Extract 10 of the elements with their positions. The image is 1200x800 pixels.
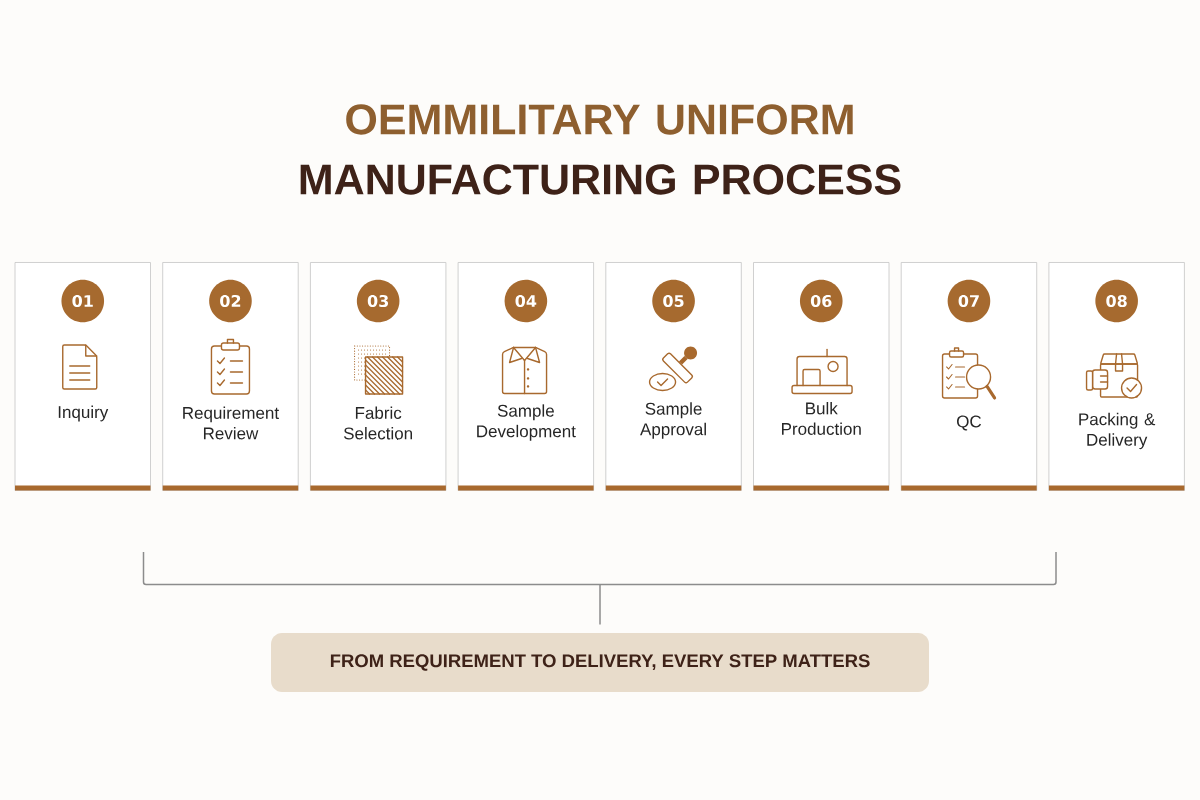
- title: OEMMILITARY UNIFORM MANUFACTURING PROCESS: [300, 104, 901, 195]
- banner: FROM REQUIREMENT TO DELIVERY, EVERY STEP MATTERS: [271, 633, 929, 692]
- number-badge: 02: [209, 279, 252, 323]
- number-badge: 04: [504, 279, 548, 323]
- number-badge: 08: [1095, 279, 1138, 323]
- number-badge: 07: [947, 279, 991, 323]
- number-badge: 03: [356, 279, 400, 323]
- number-badge: 06: [799, 279, 843, 323]
- number-badge: 05: [652, 279, 695, 323]
- number-badge: 01: [61, 279, 105, 323]
